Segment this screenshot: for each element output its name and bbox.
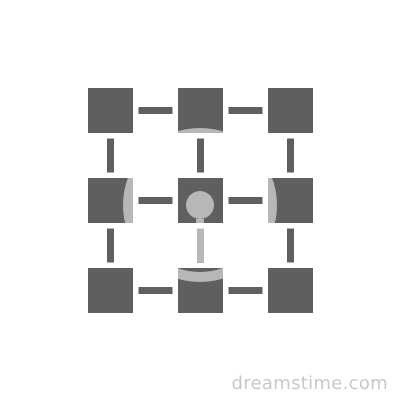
grid-link-vertical <box>107 228 114 263</box>
grid-node <box>178 268 223 313</box>
grid-node <box>88 268 133 313</box>
grid-node <box>88 88 133 133</box>
grid-node <box>268 178 313 223</box>
grid-link-horizontal <box>138 287 173 294</box>
grid-node <box>178 178 223 223</box>
grid-link-vertical <box>197 228 204 263</box>
watermark-brand-text: dreamstime.com <box>231 373 388 394</box>
grid-link-vertical <box>287 228 294 263</box>
grid-link-vertical <box>107 138 114 173</box>
network-nodes <box>88 88 313 313</box>
grid-link-horizontal <box>138 107 173 114</box>
grid-link-vertical <box>197 138 204 173</box>
grid-node <box>178 88 223 133</box>
grid-link-horizontal <box>228 197 263 204</box>
grid-node <box>268 268 313 313</box>
grid-node <box>88 178 133 223</box>
grid-link-horizontal <box>138 197 173 204</box>
grid-node <box>268 88 313 133</box>
grid-link-horizontal <box>228 107 263 114</box>
grid-link-horizontal <box>228 287 263 294</box>
grid-link-vertical <box>287 138 294 173</box>
